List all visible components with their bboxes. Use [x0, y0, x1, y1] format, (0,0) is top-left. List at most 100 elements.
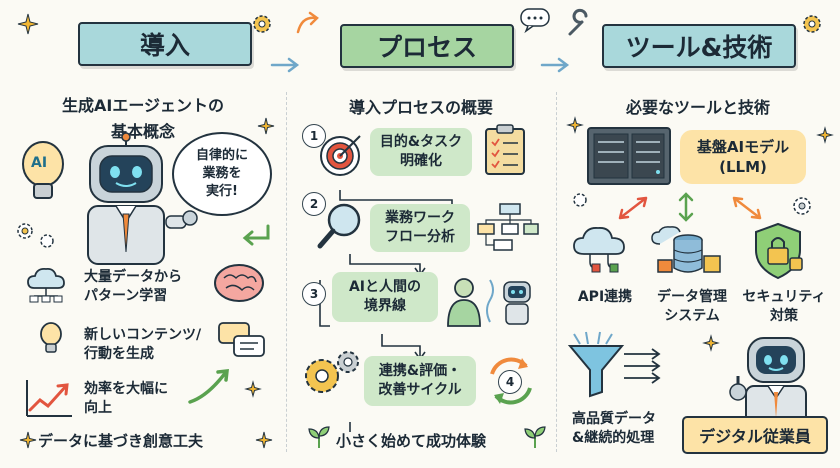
banner-intro: 導入 [78, 22, 252, 66]
sprout-icon [524, 426, 546, 448]
diagonal-arrow-icon [732, 196, 762, 220]
data-label: 高品質データ &継続的処理 [572, 410, 656, 448]
target-icon [320, 135, 361, 176]
sparkle-icon [566, 116, 584, 134]
tools-subtitle: 必要なツールと技術 [625, 98, 770, 117]
arrow-right-icon [270, 57, 300, 73]
step-line2: 明確化 [400, 153, 442, 169]
tool-line2: システム [664, 308, 720, 324]
vertical-arrow-icon [678, 192, 694, 222]
feature-line1: 効率を大幅に [84, 381, 168, 397]
database-cloud-icon [651, 226, 721, 273]
tool-label: データ管理 システム [640, 288, 744, 326]
sparkle-icon [244, 380, 262, 398]
process-subtitle: 導入プロセスの概要 [348, 98, 493, 117]
lightbulb-icon [40, 322, 62, 353]
step-box: AIと人間の 境界線 [332, 272, 438, 322]
sparkle-icon [17, 13, 39, 35]
speech-bubble: 自律的に 業務を 実行! [172, 132, 272, 216]
step-line2: 改善サイクル [378, 382, 462, 398]
digital-employee-banner: デジタル従業員 [682, 416, 828, 454]
process-footer: 小さく始めて成功体験 [336, 432, 487, 450]
curved-arrow-icon [296, 11, 319, 34]
step-line1: 目的&タスク [379, 134, 463, 150]
cycle-arrows-icon [490, 357, 532, 405]
bubble-line3: 実行! [206, 184, 238, 199]
step-box: 目的&タスク 明確化 [370, 128, 472, 176]
tool-label: API連携 [566, 288, 644, 307]
tool-line1: API連携 [577, 289, 633, 305]
sparkle-icon [257, 117, 275, 135]
wrench-icon [568, 8, 588, 36]
growth-chart-icon [26, 380, 72, 417]
sparkle-icon [255, 431, 273, 449]
magnifier-icon [317, 203, 361, 249]
funnel-icon [567, 331, 625, 398]
server-icon [587, 127, 671, 185]
gear-icon [17, 223, 33, 239]
feature-line2: 向上 [84, 400, 112, 416]
step-number: 1 [302, 124, 326, 148]
tool-line1: データ管理 [657, 289, 727, 305]
step-number: 3 [302, 282, 326, 306]
feature-item: 効率を大幅に 向上 [84, 380, 168, 418]
intro-subtitle-line1: 生成AIエージェントの [61, 96, 225, 115]
step-line2: フロー分析 [385, 229, 455, 245]
model-line1: 基盤AIモデル [696, 138, 790, 156]
gear-icon [573, 193, 587, 207]
shield-lock-icon [755, 222, 803, 280]
feature-line1: 新しいコンテンツ/ [84, 327, 202, 343]
feature-line2: 行動を生成 [84, 346, 154, 362]
cloud-plug-icon [573, 227, 625, 273]
lightbulb-icon [22, 141, 64, 199]
feature-item: 大量データから パターン学習 [84, 268, 182, 306]
column-divider [286, 92, 287, 452]
sparkle-icon [19, 431, 37, 449]
chat-bubbles-icon [218, 322, 265, 357]
upward-arrow-icon [188, 369, 229, 404]
cloud-network-icon [27, 267, 65, 303]
tool-line1: セキュリティ [742, 289, 826, 305]
banner-tools: ツール&技術 [602, 24, 796, 68]
arrow-right-icon [540, 57, 570, 73]
robot-icon [729, 337, 807, 425]
step-box: 業務ワーク フロー分析 [370, 204, 470, 252]
gear-icon [803, 15, 821, 33]
flow-arrows-icon [624, 348, 661, 384]
data-line1: 高品質データ [572, 411, 656, 427]
person-robot-icon [447, 278, 531, 327]
gear-icon [793, 197, 811, 215]
step-box: 連携&評価・ 改善サイクル [364, 356, 476, 406]
chat-icon [520, 8, 550, 34]
sparkle-icon [816, 126, 834, 144]
brain-icon [214, 264, 264, 302]
feature-line2: パターン学習 [84, 288, 168, 304]
sprout-icon [308, 426, 330, 448]
banner-process: プロセス [340, 24, 514, 68]
step-line1: 業務ワーク [385, 210, 455, 226]
diagonal-arrow-icon [618, 196, 648, 220]
step-number: 2 [302, 192, 326, 216]
intro-footer: データに基づき創意工夫 [38, 432, 204, 450]
feature-line1: 大量データから [84, 269, 182, 285]
robot-icon [87, 132, 198, 265]
gears-icon [305, 351, 359, 393]
step-line1: 連携&評価・ [378, 363, 462, 379]
step-number: 4 [498, 370, 522, 394]
feature-item: 新しいコンテンツ/ 行動を生成 [84, 326, 201, 364]
column-divider [556, 92, 557, 452]
sparkle-icon [702, 334, 720, 352]
model-line2: (LLM) [719, 158, 767, 176]
data-line2: &継続的処理 [572, 430, 655, 446]
foundation-model-box: 基盤AIモデル (LLM) [680, 130, 806, 184]
checklist-icon [485, 124, 525, 175]
tool-label: セキュリティ 対策 [734, 288, 834, 326]
gear-icon [253, 15, 271, 33]
return-arrow-icon [242, 224, 270, 246]
step-line2: 境界線 [364, 298, 406, 314]
bubble-line1: 自律的に [195, 148, 248, 163]
robot-chip-label: AI [31, 155, 48, 171]
step-line1: AIと人間の [348, 279, 422, 295]
tool-line2: 対策 [770, 308, 798, 324]
bubble-line2: 業務を [202, 166, 242, 181]
